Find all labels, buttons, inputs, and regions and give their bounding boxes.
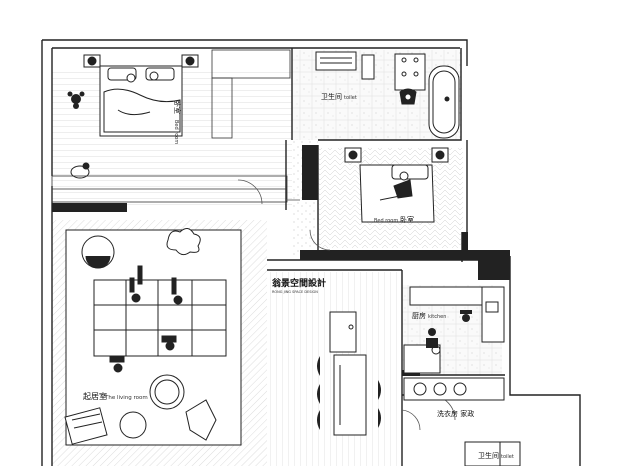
bathroom-bottom-fixtures [464,441,521,466]
label-bathroom-top-cn: 卫生间 [321,92,342,101]
teddy-bear-icon [67,91,85,109]
sofa [93,279,227,357]
label-bathroom-bottom-cn: 卫生间 [478,451,499,460]
kitchen-counters [403,286,505,401]
brand-tagline: RONG JING SPACE DESIGN [272,290,318,294]
label-living-room-cn: 起居室 [83,391,107,401]
label-bathroom-top-en: toilet [344,95,357,101]
kitchen-people [426,310,472,348]
label-second-bedroom-cn: 卧室 [400,215,414,224]
label-second-bedroom-en: Bed room [374,218,398,224]
label-master-bedroom-cn: 卧室 [173,100,182,114]
label-master-bedroom-en: Bed room [173,120,179,144]
label-kitchen-cn: 厨房 [412,311,426,320]
bathroom-top-fixtures [315,51,460,139]
label-bathroom-bottom-en: toilet [501,454,514,460]
coffee-tables [119,374,217,441]
people-icons [109,265,183,373]
dining-island [329,311,367,436]
brand-name: 翁景空間設計 [272,277,326,289]
cat-icon [70,162,90,179]
label-laundry-cn: 洗衣房 家政 [437,409,474,418]
dining-chairs [317,356,381,430]
second-bed [344,147,449,223]
wardrobe [51,49,291,203]
lounge-chair [64,407,108,445]
label-kitchen-en: kitchen [428,314,446,320]
label-living-room-en: The living room [104,395,148,401]
ottoman-round [81,235,115,269]
master-bed [83,54,199,137]
wall-blocks [52,145,510,376]
label-master-bedroom: 卧室 Bed room [173,100,182,144]
cloud-table [166,228,201,256]
